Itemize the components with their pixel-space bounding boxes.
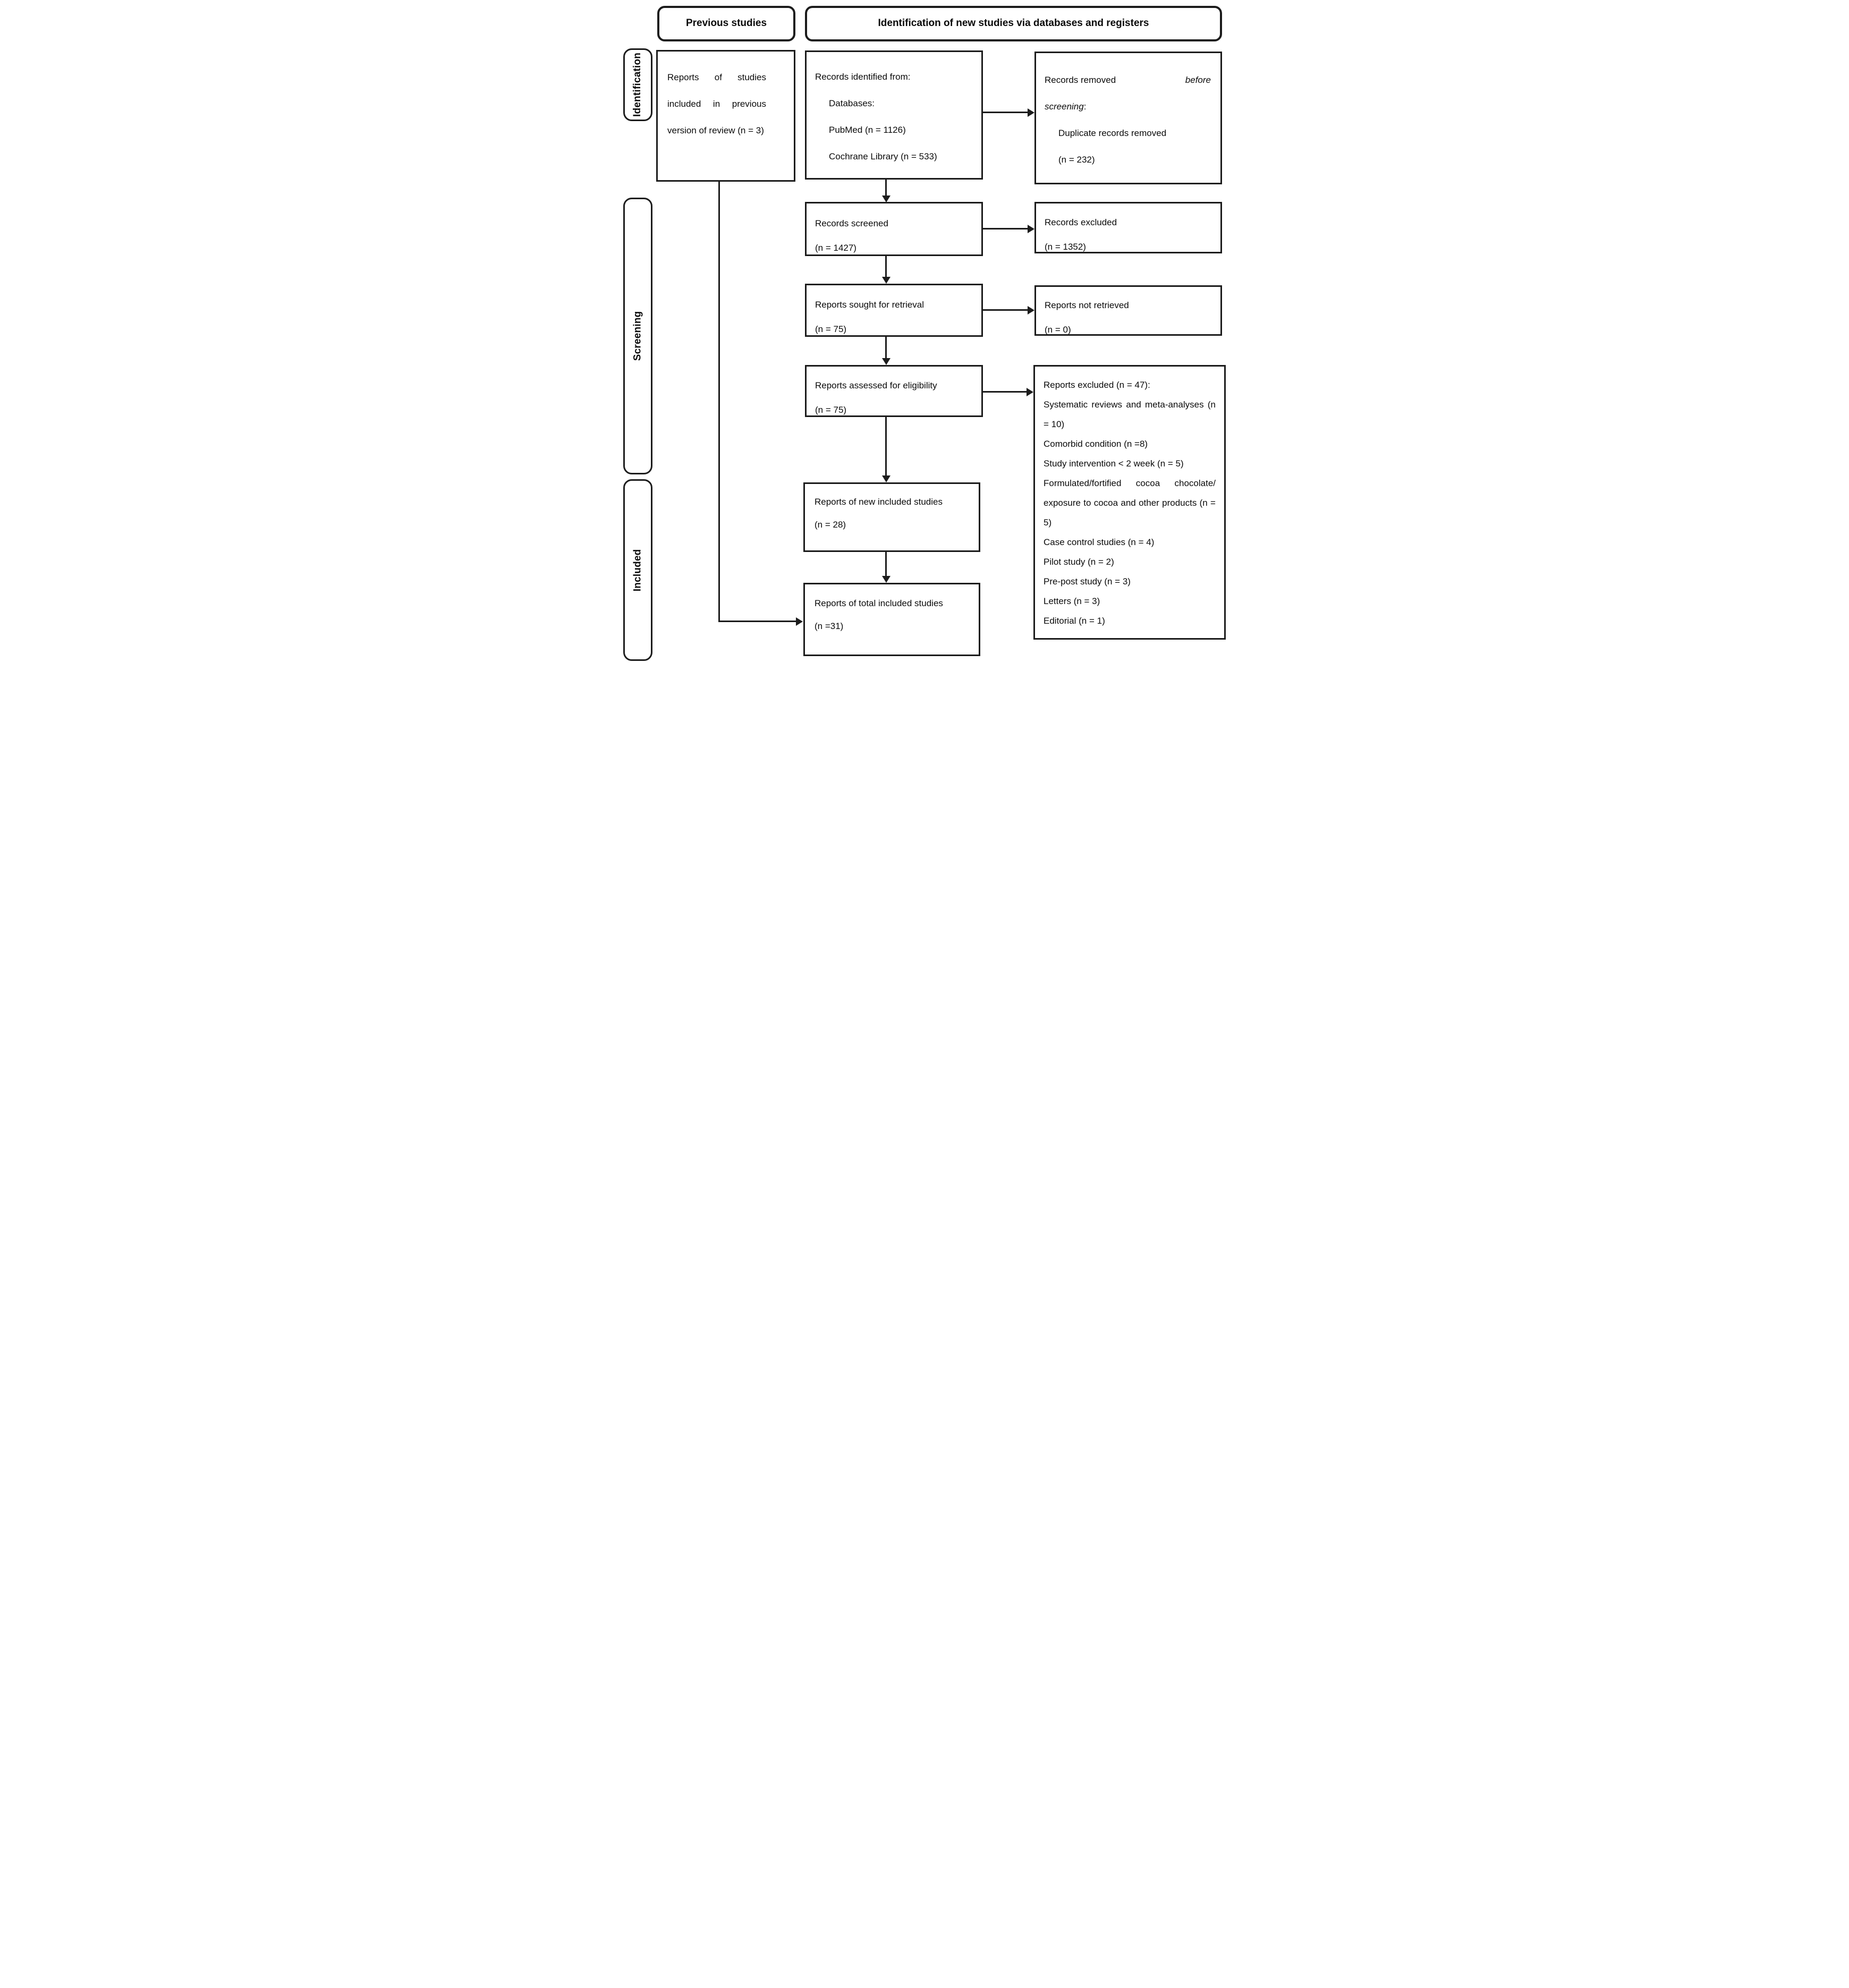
records-identified-title: Records identified from: — [815, 72, 911, 82]
records-removed-duplicates: Duplicate records removed — [1058, 128, 1167, 138]
reports-assessed-box: Reports assessed for eligibility (n = 75… — [805, 365, 983, 417]
records-removed-part1: Records removed — [1045, 75, 1116, 85]
records-removed-line2: screening: — [1045, 94, 1211, 120]
records-screened-count: (n = 1427) — [815, 243, 856, 253]
stage-included-label: Included — [632, 549, 643, 591]
excluded-item-letters: Letters (n = 3) — [1044, 596, 1100, 606]
reports-excluded-detail-box: Reports excluded (n = 47): Systematic re… — [1033, 365, 1226, 640]
total-included-count: (n =31) — [815, 621, 844, 631]
arrow-assessed-to-excluded-line — [983, 391, 1027, 393]
excluded-item-short-intervention: Study intervention < 2 week (n = 5) — [1044, 458, 1184, 469]
excluded-item-case-control: Case control studies (n = 4) — [1044, 537, 1155, 547]
new-included-text: Reports of new included studies — [815, 497, 943, 507]
new-included-count: (n = 28) — [815, 520, 846, 530]
arrow-assessed-to-newincluded-head — [882, 475, 890, 482]
arrow-sought-to-notretrieved-head — [1028, 306, 1034, 315]
records-identified-box: Records identified from: Databases: PubM… — [805, 50, 983, 180]
total-included-text: Reports of total included studies — [815, 598, 943, 608]
arrow-screened-to-excluded-line — [983, 228, 1028, 230]
reports-sought-label: Reports sought for retrieval — [815, 300, 925, 310]
arrow-identified-to-screened-head — [882, 196, 890, 202]
total-included-box: Reports of total included studies (n =31… — [803, 583, 980, 656]
arrow-screened-to-excluded-head — [1028, 225, 1034, 233]
arrow-sought-to-assessed-head — [882, 358, 890, 365]
records-identified-line-databases: Databases: — [829, 98, 875, 108]
arrow-previous-to-total-hline — [718, 621, 796, 622]
records-removed-part3: screening — [1045, 101, 1084, 112]
arrow-identified-to-removed-head — [1028, 108, 1034, 117]
records-identified-line-cochrane: Cochrane Library (n = 533) — [829, 151, 937, 162]
previous-studies-text: Reports of studies included in previous … — [667, 72, 766, 135]
arrow-previous-to-total-vline — [718, 182, 720, 622]
records-screened-label: Records screened — [815, 218, 888, 228]
arrow-assessed-to-newincluded-line — [885, 417, 887, 476]
reports-sought-count: (n = 75) — [815, 324, 847, 334]
records-removed-part2: before — [1185, 75, 1211, 85]
arrow-screened-to-sought-line — [885, 256, 887, 277]
excluded-item-formulated-cocoa: Formulated/fortified cocoa chocolate/ ex… — [1044, 478, 1216, 528]
arrow-sought-to-notretrieved-line — [983, 309, 1028, 311]
stage-included: Included — [623, 479, 652, 661]
arrow-identified-to-screened-line — [885, 180, 887, 196]
reports-not-retrieved-box: Reports not retrieved (n = 0) — [1034, 285, 1222, 336]
excluded-item-comorbid: Comorbid condition (n =8) — [1044, 439, 1148, 449]
stage-identification: Identification — [623, 48, 652, 121]
arrow-assessed-to-excluded-head — [1027, 388, 1033, 396]
previous-studies-header: Previous studies — [657, 6, 795, 41]
reports-assessed-label: Reports assessed for eligibility — [815, 380, 937, 390]
reports-not-retrieved-count: (n = 0) — [1045, 325, 1071, 335]
records-removed-colon: : — [1083, 101, 1087, 112]
new-included-box: Reports of new included studies (n = 28) — [803, 482, 980, 552]
stage-screening: Screening — [623, 198, 652, 474]
previous-studies-box: Reports of studies included in previous … — [656, 50, 795, 182]
excluded-item-pilot: Pilot study (n = 2) — [1044, 557, 1114, 567]
records-excluded-label: Records excluded — [1045, 217, 1117, 227]
identification-header: Identification of new studies via databa… — [805, 6, 1222, 41]
prisma-flow-diagram: Previous studies Identification of new s… — [616, 0, 1233, 662]
arrow-previous-to-total-head — [796, 617, 803, 626]
records-excluded-box: Records excluded (n = 1352) — [1034, 202, 1222, 253]
reports-excluded-title: Reports excluded (n = 47): — [1044, 380, 1150, 390]
arrow-sought-to-assessed-line — [885, 337, 887, 359]
excluded-item-systematic-reviews: Systematic reviews and meta-analyses (n … — [1044, 400, 1216, 429]
reports-not-retrieved-label: Reports not retrieved — [1045, 300, 1129, 310]
arrow-screened-to-sought-head — [882, 277, 890, 284]
excluded-item-editorial: Editorial (n = 1) — [1044, 616, 1105, 626]
records-screened-box: Records screened (n = 1427) — [805, 202, 983, 256]
reports-assessed-count: (n = 75) — [815, 405, 847, 415]
arrow-identified-to-removed-line — [983, 112, 1028, 113]
stage-identification-label: Identification — [632, 52, 643, 117]
arrow-newincluded-to-total-head — [882, 576, 890, 583]
records-excluded-count: (n = 1352) — [1045, 242, 1086, 252]
excluded-item-pre-post: Pre-post study (n = 3) — [1044, 576, 1131, 587]
identification-header-label: Identification of new studies via databa… — [878, 18, 1149, 29]
records-removed-box: Records removed before screening: Duplic… — [1034, 52, 1222, 184]
records-removed-count: (n = 232) — [1058, 155, 1095, 165]
records-removed-line1: Records removed before — [1045, 67, 1211, 94]
previous-studies-header-label: Previous studies — [685, 18, 767, 29]
reports-sought-box: Reports sought for retrieval (n = 75) — [805, 284, 983, 337]
records-identified-line-pubmed: PubMed (n = 1126) — [829, 125, 906, 135]
stage-screening-label: Screening — [632, 311, 643, 361]
arrow-newincluded-to-total-line — [885, 552, 887, 576]
